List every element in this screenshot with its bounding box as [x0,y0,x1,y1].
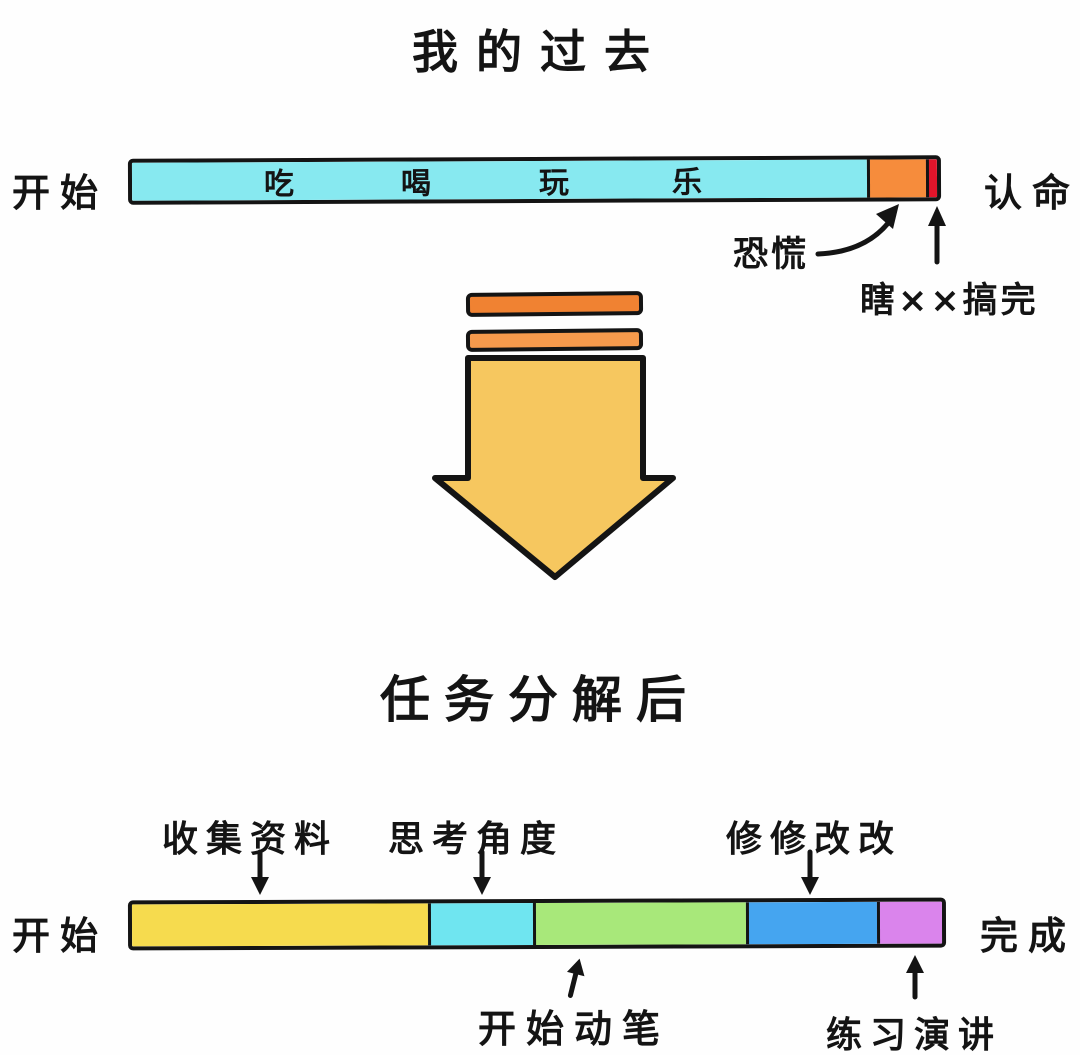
past-end-label: 认命 [984,171,1080,215]
panic-curved-arrow-icon [815,204,899,257]
after-segment-think-angles [427,903,534,946]
past-bar-char-eat: 吃 [263,167,295,203]
phase-label-collect-materials: 收集资料 [162,819,339,860]
after-title: 任务分解后 [380,671,700,729]
after-timeline-bar [127,897,947,951]
big-down-arrow-icon [432,355,676,580]
past-segment-rush [925,159,938,198]
start-writing-up-arrow-icon [566,958,585,998]
revise-down-arrow-icon [801,849,819,895]
panic-label: 恐慌 [733,235,810,275]
past-title: 我的过去 [412,25,668,79]
practice-speech-up-arrow-icon [906,955,924,1000]
past-segment-panic [866,159,927,198]
transform-arrow-bar-2 [465,328,644,352]
phase-label-start-writing: 开始动笔 [478,1007,671,1051]
after-segment-practice-speech [876,901,943,944]
transform-arrow-bar-1 [465,291,644,317]
past-bar-char-fun: 乐 [671,165,703,201]
after-segment-revise [745,901,878,945]
after-end-label: 完成 [980,914,1077,958]
rush-up-arrow-icon [928,206,946,265]
past-start-label: 开始 [12,171,109,215]
rush-label: 瞎××搞完 [860,281,1039,321]
collect-materials-down-arrow-icon [251,849,269,895]
past-bar-char-play: 玩 [538,165,570,201]
after-segment-collect-materials [131,903,429,947]
past-bar-char-drink: 喝 [400,166,432,202]
past-segment-fun: 吃 喝 玩 乐 [131,159,868,203]
phase-label-practice-speech: 练习演讲 [826,1015,1003,1055]
think-angles-down-arrow-icon [473,849,491,895]
after-start-label: 开始 [12,914,109,958]
after-segment-start-writing [532,902,747,946]
phase-label-think-angles: 思考角度 [388,819,565,860]
